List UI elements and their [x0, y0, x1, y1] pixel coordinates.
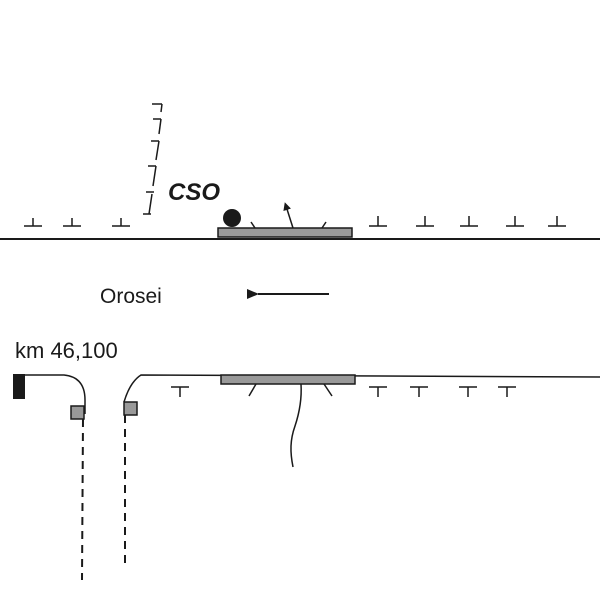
curb-mark [460, 216, 478, 227]
upper-platform [217, 227, 353, 238]
upper-left-curb-marks [24, 218, 130, 227]
curb-mark [416, 216, 434, 227]
lower-right-gray-block [123, 401, 138, 416]
curb-mark [63, 218, 81, 227]
curb-mark [112, 218, 130, 227]
curb-mark [410, 386, 428, 397]
upper-small-arrow-icon [283, 202, 294, 229]
curb-mark [369, 386, 387, 397]
lower-left-dashed-line [81, 418, 84, 581]
curb-mark [498, 386, 516, 397]
cso-label: CSO [168, 179, 221, 206]
curb-mark [506, 216, 524, 227]
lower-wavy-line [290, 383, 302, 468]
kilometer-label: km 46,100 [15, 338, 118, 363]
curb-mark [548, 216, 566, 227]
curb-mark [171, 386, 189, 397]
upper-right-curb-marks [369, 216, 566, 227]
upper-platform-ticks [250, 221, 327, 229]
diagonal-tick-line [143, 103, 163, 215]
cso-marker-icon [223, 209, 241, 227]
lower-platform [220, 374, 356, 385]
lower-curb-marks [171, 386, 516, 397]
lower-right-road-edge [123, 374, 600, 403]
lower-platform-ticks [248, 383, 333, 397]
curb-mark [369, 216, 387, 227]
lower-left-black-block [13, 374, 25, 399]
curb-mark [24, 218, 42, 227]
lower-left-gray-block [70, 405, 85, 420]
lower-left-curve [25, 374, 86, 414]
direction-label: Orosei [100, 285, 162, 308]
curb-mark [459, 386, 477, 397]
